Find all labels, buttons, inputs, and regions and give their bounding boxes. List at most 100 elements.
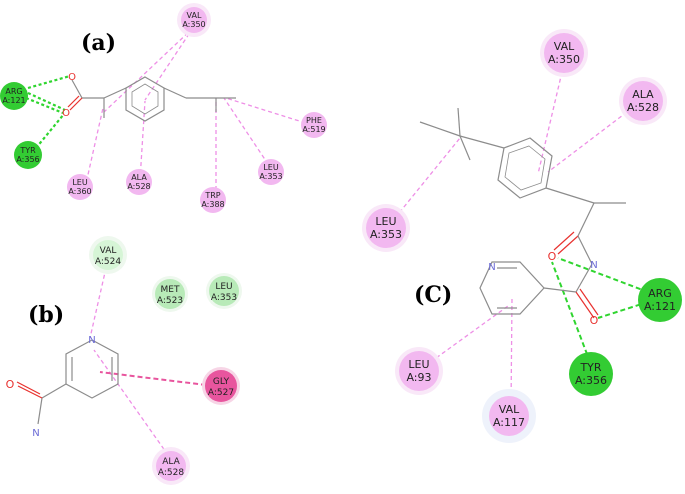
interaction-line-ala528 — [547, 111, 628, 173]
nitrogen-atom-label: N — [590, 260, 597, 271]
panel-c-hbonds — [551, 257, 649, 363]
panel-label-a: (a) — [81, 30, 116, 56]
panel-b-ligand — [16, 339, 119, 425]
residue-name: VAL — [499, 403, 520, 416]
interaction-line-val117 — [510, 297, 513, 409]
residue-id: A:360 — [68, 187, 91, 196]
residue-disc — [14, 141, 42, 169]
bond — [457, 107, 461, 137]
bond — [41, 383, 67, 399]
residue-id: A:353 — [370, 228, 402, 241]
residue-name: LEU — [375, 215, 396, 228]
residue-name: TYR — [19, 146, 36, 155]
residue-id: A:350 — [182, 20, 205, 29]
bond — [163, 87, 187, 99]
oxygen-atom-label: O — [68, 72, 76, 83]
bond — [545, 187, 595, 204]
residue-name: VAL — [100, 246, 117, 256]
residue-ala528: ALA A:528 — [126, 169, 152, 195]
residue-val350: VAL A:350 — [540, 29, 588, 77]
residue-name: TRP — [204, 191, 220, 200]
residue-tyr356: TYR A:356 — [569, 352, 613, 396]
residue-val117: VAL A:117 — [482, 389, 536, 443]
residue-leu360: LEU A:360 — [67, 174, 93, 200]
panel-c: O N O N VAL A:350 ALA A:528 LEU A:353 AR… — [362, 29, 682, 443]
residue-ala528: ALA A:528 — [619, 77, 667, 125]
residue-name: VAL — [187, 11, 202, 20]
residue-disc — [181, 7, 207, 33]
residue-name: ALA — [131, 173, 147, 182]
hbond-line-arg121-o2b — [25, 96, 64, 115]
interaction-line-ala528 — [139, 100, 146, 181]
residue-disc — [301, 112, 327, 138]
residue-name: VAL — [554, 40, 575, 53]
residue-name: GLY — [213, 377, 230, 387]
hbond-line-tyr356 — [35, 113, 65, 149]
residue-disc — [205, 370, 237, 402]
panel-a-hbonds — [25, 74, 71, 149]
residue-id: A:528 — [627, 101, 659, 114]
residue-id: A:117 — [493, 416, 525, 429]
residue-name: ALA — [632, 88, 654, 101]
residue-disc — [399, 351, 439, 391]
bond — [577, 202, 595, 237]
residue-id: A:356 — [575, 374, 607, 387]
nitrogen-atom-label: N — [88, 335, 95, 346]
residue-val524: VAL A:524 — [89, 236, 127, 274]
residue-id: A:121 — [2, 96, 25, 105]
pi-sigma-line-gly527 — [99, 371, 207, 386]
panel-a-ligand — [67, 76, 236, 122]
interaction-line-leu353 — [223, 97, 273, 171]
residue-disc — [156, 451, 186, 481]
bond — [575, 263, 593, 293]
residue-name: PHE — [306, 116, 322, 125]
panel-b-interactions — [89, 267, 207, 456]
residue-leu353: LEU A:353 — [362, 204, 410, 252]
interaction-line-ala528 — [93, 349, 169, 456]
residue-leu93: LEU A:93 — [395, 347, 443, 395]
residue-id: A:528 — [158, 468, 184, 478]
interaction-line-leu93 — [424, 305, 509, 367]
bond — [577, 235, 593, 265]
residue-name: LEU — [408, 358, 429, 371]
nitrogen-atom-label: N — [488, 262, 495, 273]
residue-name: ARG — [648, 287, 672, 300]
residue-disc — [200, 187, 226, 213]
bond — [557, 235, 579, 255]
interaction-line-leu360 — [84, 107, 104, 189]
residue-disc — [623, 81, 663, 121]
oxygen-atom-label: O — [62, 108, 70, 119]
panel-a: O O VAL A:350 ARG A:121 TYR A:356 LEU A:… — [0, 3, 327, 213]
residue-id: A:121 — [644, 300, 676, 313]
residue-disc — [489, 396, 529, 436]
oxygen-atom-label: O — [6, 378, 15, 391]
panel-c-benzene-inner — [504, 145, 546, 191]
panel-label-b: (b) — [28, 302, 64, 328]
residue-disc — [258, 159, 284, 185]
residue-arg121: ARG A:121 — [638, 278, 682, 322]
residue-disc — [67, 174, 93, 200]
residue-name: MET — [161, 285, 180, 295]
residue-ala528: ALA A:528 — [152, 447, 190, 485]
hbond-line-arg121-o1 — [557, 257, 649, 293]
interaction-line-val350 — [103, 27, 194, 113]
residue-name: LEU — [263, 163, 279, 172]
residue-tyr356: TYR A:356 — [14, 141, 42, 169]
bond — [71, 79, 83, 99]
residue-met523: MET A:523 — [152, 276, 188, 312]
bond — [553, 231, 575, 251]
residue-disc — [126, 169, 152, 195]
hbond-line-arg121-o2 — [27, 92, 66, 111]
residue-id: A:524 — [95, 257, 121, 267]
residue-val350: VAL A:350 — [177, 3, 211, 37]
hbond-line-arg121-o1 — [27, 74, 71, 90]
residue-id: A:527 — [208, 388, 234, 398]
residue-name: TYR — [579, 361, 601, 374]
bond — [17, 385, 43, 399]
bond — [543, 287, 577, 293]
residue-id: A:353 — [211, 293, 237, 303]
residue-disc — [209, 276, 239, 306]
residue-name: ALA — [162, 457, 180, 467]
hbond-line-tyr356 — [551, 261, 591, 363]
residue-leu353: LEU A:353 — [258, 159, 284, 185]
